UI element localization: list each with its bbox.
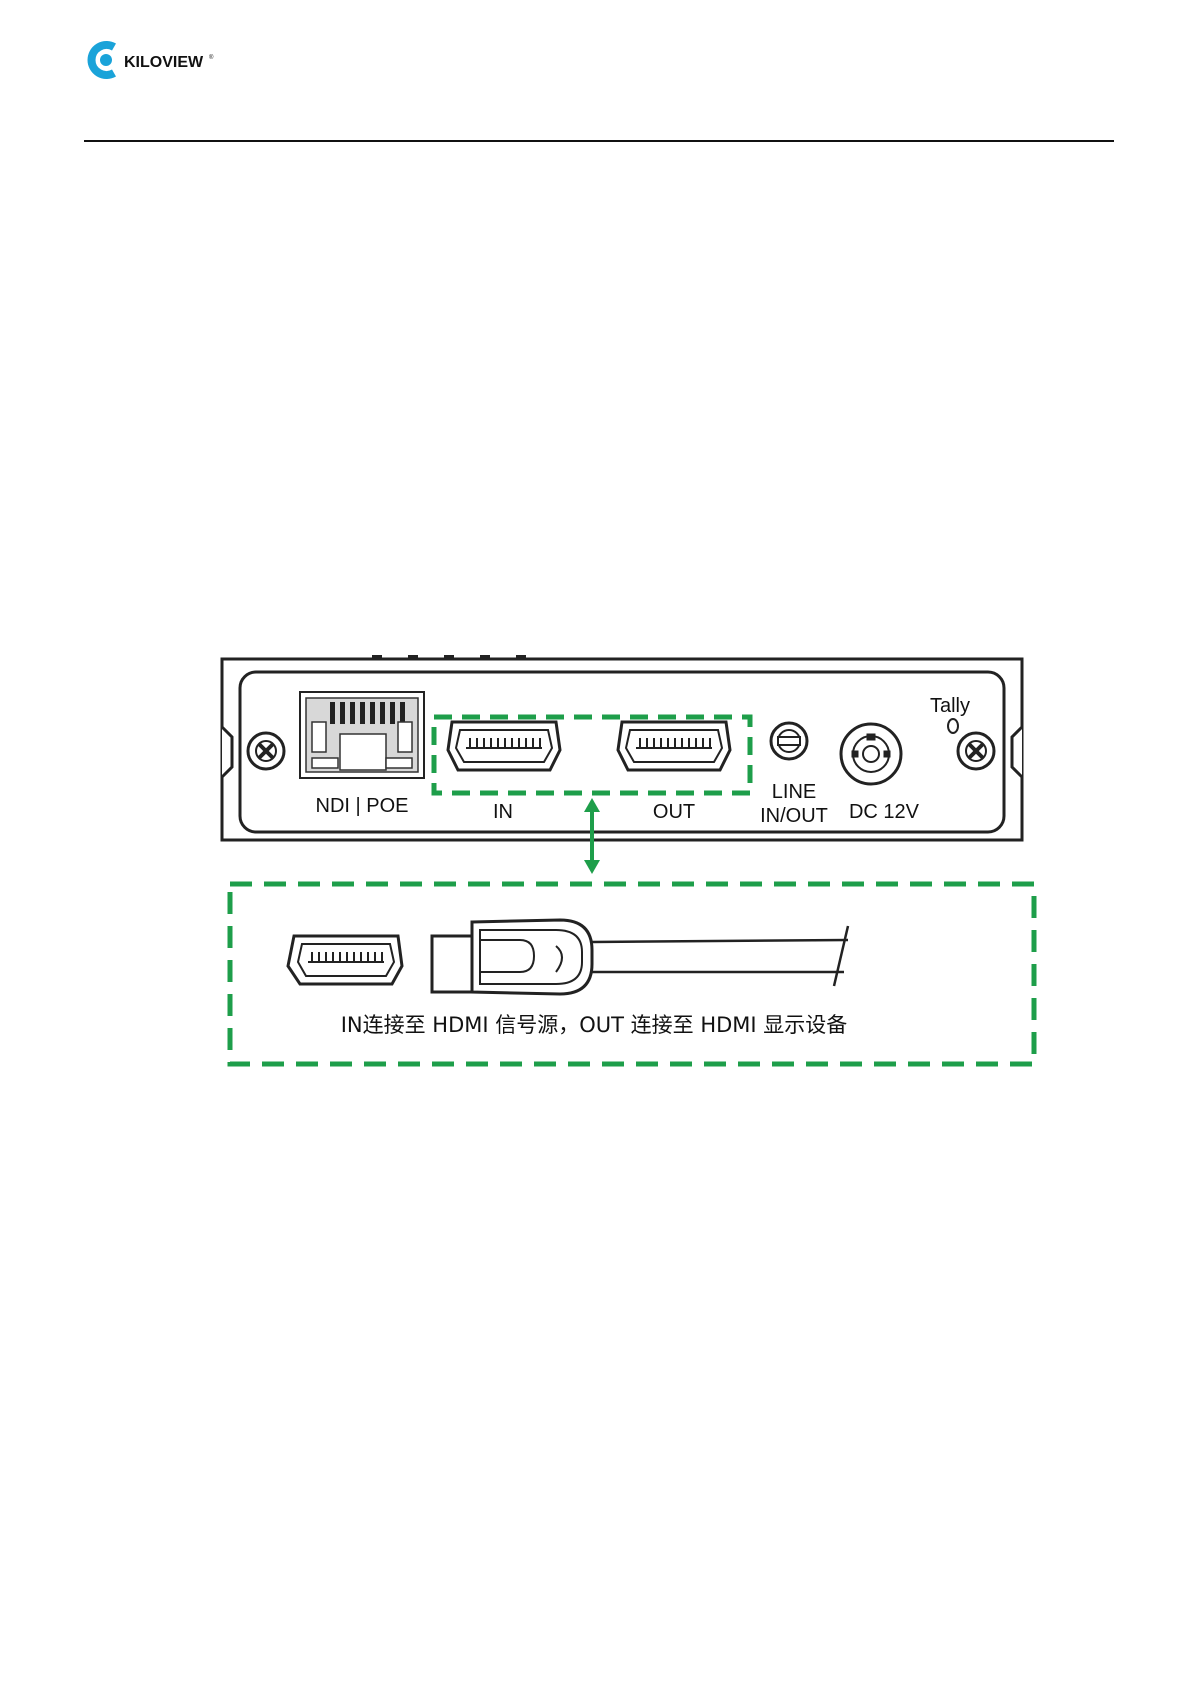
label-dc-12v: DC 12V: [849, 801, 920, 823]
panel-right-notch: [1012, 727, 1022, 777]
tally-led-icon: [948, 719, 958, 733]
callout-hdmi-port-icon: [288, 936, 402, 984]
label-in-out: IN/OUT: [760, 805, 828, 827]
label-hdmi-out: OUT: [653, 801, 695, 823]
label-hdmi-in: IN: [493, 801, 513, 823]
hdmi-cable-plug-icon: [432, 920, 592, 994]
hdmi-cable-icon: [592, 926, 848, 986]
label-line: LINE: [772, 781, 816, 803]
panel-left-notch: [222, 727, 232, 777]
device-rear-panel: NDI | POE IN OUT LINE IN/OUT DC 12V Tall…: [222, 655, 1022, 840]
label-tally: Tally: [930, 695, 970, 717]
rj45-port-icon: [300, 692, 424, 778]
hdmi-callout-box: [230, 884, 1034, 1064]
label-ndi-poe: NDI | POE: [316, 795, 409, 817]
callout-caption: IN连接至 HDMI 信号源，OUT 连接至 HDMI 显示设备: [341, 1013, 848, 1037]
